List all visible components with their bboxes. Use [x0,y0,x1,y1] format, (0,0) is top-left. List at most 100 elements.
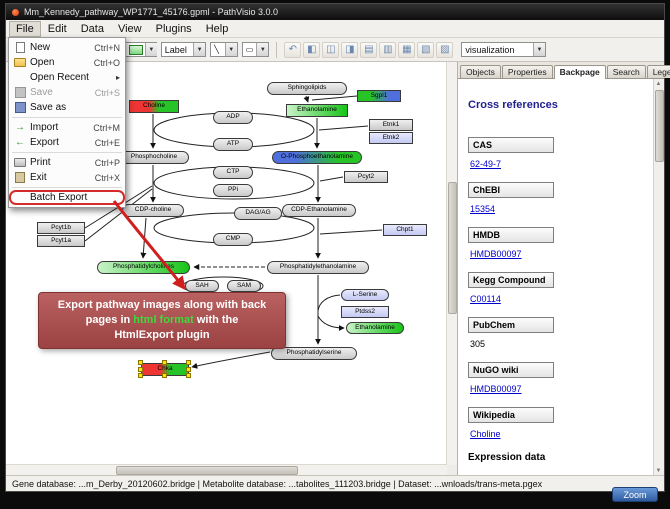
menu-item-shortcut: Ctrl+N [94,42,120,53]
distribute-horizontal-icon[interactable]: ▧ [417,41,435,58]
pathway-node-phosphatidylserine[interactable]: Phosphatidylserine [271,347,357,360]
menu-separator [12,187,122,188]
window-title: Mm_Kennedy_pathway_WP1771_45176.gpml - P… [24,7,278,17]
side-panel: ObjectsPropertiesBackpageSearchLegend Cr… [457,62,670,475]
pathway-node-l-serine[interactable]: L-Serine [341,289,389,301]
pathway-node-ppi[interactable]: PPi [213,184,253,197]
pathway-node-o-phosphoethanolamine[interactable]: O-Phosphoethanolamine [272,151,362,164]
pathway-node-pcyt2[interactable]: Pcyt2 [344,171,388,183]
selection-handle[interactable] [138,366,143,372]
pathway-node-sgpl1[interactable]: Sgpl1 [357,90,401,102]
callout-line2-after: with the [193,313,239,326]
tab-properties[interactable]: Properties [501,65,553,78]
pathway-node-atp[interactable]: ATP [213,138,253,151]
gene-product-tool[interactable]: ▼ [124,42,157,57]
menu-data[interactable]: Data [80,22,104,35]
xref-link-chebi[interactable]: 15354 [470,204,496,214]
pathway-node-etnk2[interactable]: Etnk2 [369,132,413,144]
pathway-node-ptdss2[interactable]: Ptdss2 [341,306,389,318]
chevron-down-icon: ▼ [532,43,545,56]
open-icon [13,58,27,67]
align-middle-icon[interactable]: ▥ [379,41,397,58]
shape-tool[interactable]: ▭ ▼ [241,42,270,57]
pathway-node-cmp[interactable]: CMP [213,233,253,246]
selection-handle[interactable] [186,360,191,365]
selection-handle[interactable] [162,373,167,378]
pathway-node-sphingolipids[interactable]: Sphingolipids [267,82,347,95]
label-tool[interactable]: Label ▼ [160,42,207,57]
pathway-node-cdp-ethanolamine[interactable]: CDP-Ethanolamine [282,204,356,217]
align-top-icon[interactable]: ▤ [360,41,378,58]
pathway-node-sah[interactable]: SAH [185,280,219,292]
align-left-icon[interactable]: ◧ [303,41,321,58]
xref-link-cas[interactable]: 62-49-7 [470,159,502,169]
pathway-node-ethanolamine[interactable]: Ethanolamine [346,322,404,334]
canvas-horizontal-scrollbar[interactable] [6,464,447,475]
pathway-node-cdp-choline[interactable]: CDP-choline [122,204,184,217]
visualization-combobox[interactable]: visualization ▼ [461,42,546,57]
selection-handle[interactable] [162,360,167,365]
panel-scrollbar[interactable]: ▲ ▼ [653,79,664,475]
selection-handle[interactable] [186,373,191,378]
pathway-node-phosphatidylethanolamine[interactable]: Phosphatidylethanolamine [267,261,369,274]
menu-item-open-recent[interactable]: Open Recent▸ [9,70,125,85]
menu-edit[interactable]: Edit [47,22,67,35]
scrollbar-thumb[interactable] [655,90,664,162]
scrollbar-thumb[interactable] [448,182,457,314]
menu-item-batch-export[interactable]: Batch Export [9,190,125,205]
pathway-node-choline[interactable]: Choline [129,100,179,113]
pathway-node-sam[interactable]: SAM [227,280,261,292]
align-center-icon[interactable]: ◫ [322,41,340,58]
scrollbar-thumb[interactable] [116,466,298,475]
undo-icon[interactable]: ↶ [284,41,302,58]
xref-link-wikipedia[interactable]: Choline [470,429,501,439]
scroll-down-icon[interactable]: ▼ [655,467,662,474]
pathway-node-adp[interactable]: ADP [213,111,253,124]
tab-legend[interactable]: Legend [646,65,670,78]
pathway-node-pcyt1a[interactable]: Pcyt1a [37,235,85,247]
pathway-node-chpt1[interactable]: Chpt1 [383,224,427,236]
pathway-node-phosphatidylcholines[interactable]: Phosphatidylcholines [97,261,190,274]
selection-handle[interactable] [138,360,143,365]
pathway-node-ethanolamine[interactable]: Ethanolamine [286,104,348,117]
menu-plugins[interactable]: Plugins [155,22,192,35]
import-icon [13,122,27,133]
menu-item-shortcut: Ctrl+X [94,172,120,183]
tab-backpage[interactable]: Backpage [553,65,606,79]
align-right-icon[interactable]: ◨ [341,41,359,58]
menu-item-label: Save as [30,102,67,113]
xref-link-hmdb[interactable]: HMDB00097 [470,249,522,259]
pathway-node-etnk1[interactable]: Etnk1 [369,119,413,131]
scroll-up-icon[interactable]: ▲ [655,80,662,87]
menu-item-save-as[interactable]: Save as [9,100,125,115]
pathway-node-phosphocholine[interactable]: Phosphocholine [119,151,189,164]
selection-handle[interactable] [138,373,143,378]
callout-line3: HtmlExport plugin [114,328,210,341]
xref-link-kegg-compound[interactable]: C00114 [470,294,501,304]
pathway-node-pcyt1b[interactable]: Pcyt1b [37,222,85,234]
tab-objects[interactable]: Objects [460,65,501,78]
menu-help[interactable]: Help [205,22,229,35]
pathway-node-ctp[interactable]: CTP [213,166,253,179]
canvas-vertical-scrollbar[interactable] [446,62,457,465]
line-tool[interactable]: ╲ ▼ [210,42,238,57]
pathway-node-dag-ag[interactable]: DAG/AG [234,207,282,220]
zoom-button[interactable]: Zoom [612,487,658,502]
menu-view[interactable]: View [117,22,142,35]
xref-link-nugo-wiki[interactable]: HMDB00097 [470,384,522,394]
distribute-vertical-icon[interactable]: ▨ [436,41,454,58]
selection-handle[interactable] [186,366,191,372]
title-bar: Mm_Kennedy_pathway_WP1771_45176.gpml - P… [6,4,664,20]
tab-search[interactable]: Search [606,65,646,78]
align-bottom-icon[interactable]: ▦ [398,41,416,58]
menu-file[interactable]: File [9,20,41,37]
side-panel-tabs: ObjectsPropertiesBackpageSearchLegend [458,62,670,79]
